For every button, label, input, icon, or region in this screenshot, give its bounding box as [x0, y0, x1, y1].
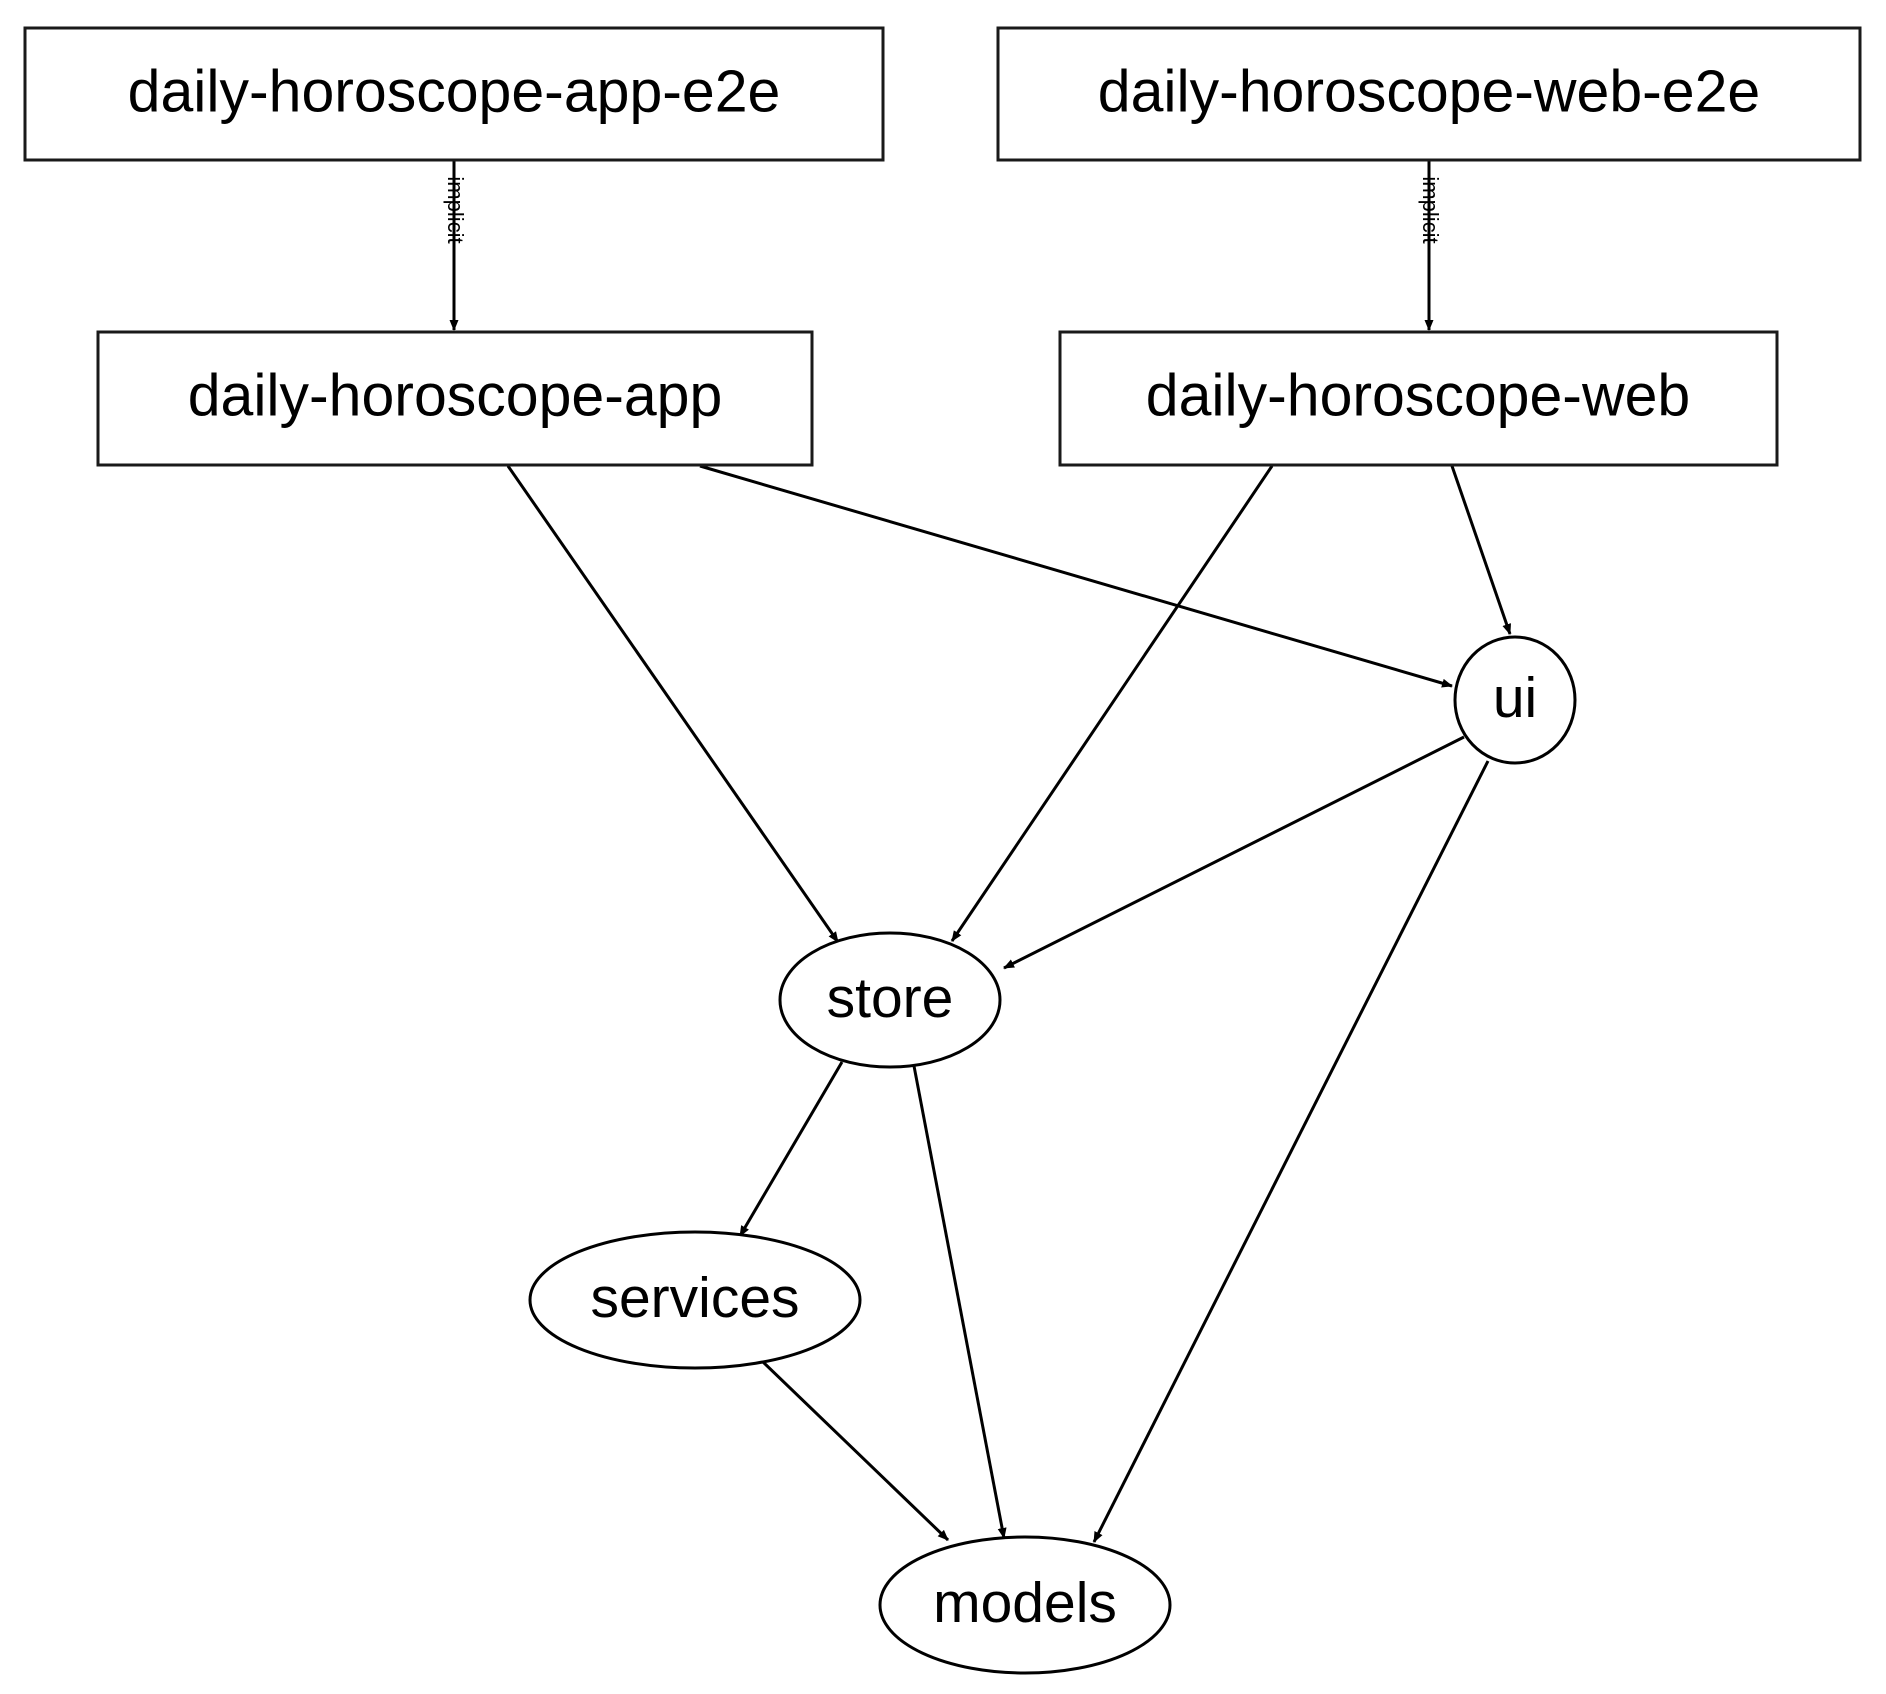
edge-line	[1450, 465, 1512, 635]
node-daily-horoscope-web[interactable]: daily-horoscope-web	[1058, 330, 1779, 467]
node-services[interactable]: services	[528, 1230, 862, 1370]
edge-line	[912, 1065, 1007, 1539]
edge-line	[1092, 760, 1490, 1543]
edge-daily-horoscope-app-to-ui	[699, 464, 1453, 688]
node-label: store	[827, 966, 954, 1030]
edge-line	[738, 1061, 844, 1237]
node-label: daily-horoscope-web	[1146, 363, 1690, 429]
edge-ui-to-models	[1092, 760, 1490, 1543]
node-daily-horoscope-web-e2e[interactable]: daily-horoscope-web-e2e	[996, 26, 1862, 162]
edge-line	[761, 1360, 950, 1542]
node-shape-ellipse[interactable]	[528, 1230, 862, 1370]
node-shape-rect[interactable]	[23, 26, 885, 162]
node-label: daily-horoscope-app-e2e	[128, 59, 781, 125]
node-shape-ellipse[interactable]	[1453, 635, 1577, 765]
edge-store-to-models	[912, 1065, 1007, 1539]
edge-daily-horoscope-web-to-ui	[1450, 465, 1512, 635]
node-shape-ellipse[interactable]	[778, 931, 1002, 1069]
node-shape-rect[interactable]	[96, 330, 814, 467]
node-shape-rect[interactable]	[996, 26, 1862, 162]
edges-layer: implicit implicit	[443, 160, 1512, 1543]
edge-line	[1003, 735, 1465, 970]
edge-store-to-services	[738, 1061, 844, 1237]
node-daily-horoscope-app-e2e[interactable]: daily-horoscope-app-e2e	[23, 26, 885, 162]
node-label: daily-horoscope-app	[188, 363, 723, 429]
edge-line	[506, 465, 840, 943]
node-models[interactable]: models	[878, 1535, 1172, 1675]
edge-daily-horoscope-web-to-store	[950, 465, 1274, 942]
node-daily-horoscope-app[interactable]: daily-horoscope-app	[96, 330, 814, 467]
node-shape-rect[interactable]	[1058, 330, 1779, 467]
node-label: ui	[1493, 666, 1537, 730]
edge-label: implicit	[443, 176, 468, 243]
edge-daily-horoscope-app-to-store	[506, 465, 840, 943]
nodes-layer: daily-horoscope-app-e2e daily-horoscope-w…	[23, 26, 1862, 1675]
node-store[interactable]: store	[778, 931, 1002, 1069]
edge-line	[699, 464, 1453, 688]
edge-ui-to-store	[1003, 735, 1465, 970]
edge-line	[950, 465, 1274, 942]
edge-daily-horoscope-app-e2e-to-daily-horoscope-app: implicit	[443, 160, 468, 331]
node-label: models	[933, 1571, 1117, 1635]
edge-services-to-models	[761, 1360, 950, 1542]
edge-daily-horoscope-web-e2e-to-daily-horoscope-web: implicit	[1418, 160, 1443, 331]
node-shape-ellipse[interactable]	[878, 1535, 1172, 1675]
node-label: daily-horoscope-web-e2e	[1098, 59, 1760, 125]
node-label: services	[590, 1266, 799, 1330]
edge-label: implicit	[1418, 176, 1443, 243]
node-ui[interactable]: ui	[1453, 635, 1577, 765]
